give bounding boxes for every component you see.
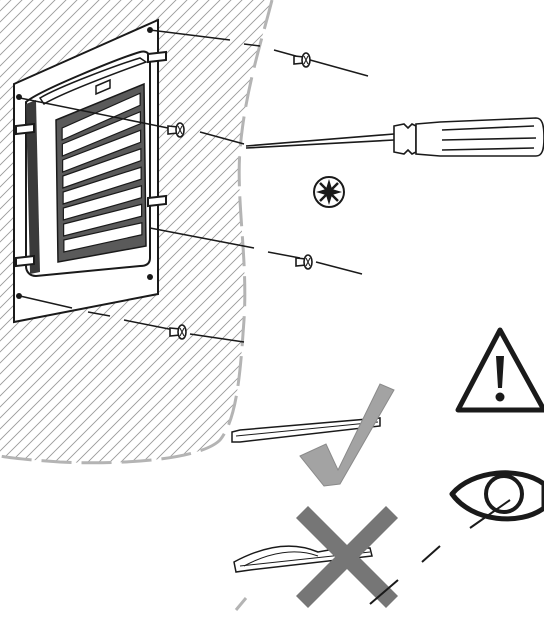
cross-icon: [296, 506, 398, 608]
louvre-slats: [61, 92, 143, 253]
screw-icon: [167, 122, 185, 138]
alignment-lines: [19, 29, 369, 343]
louvre-slat: [62, 184, 142, 221]
screw-icon: [295, 254, 313, 270]
louvre-slat: [63, 203, 143, 237]
warning-triangle-icon: [455, 327, 544, 413]
mounting-hole: [147, 274, 153, 280]
louvred-vent-grille: [13, 18, 167, 324]
phillips-drive-symbol: [313, 176, 345, 208]
incorrect-seal-example: [233, 506, 441, 611]
louvre-slat: [63, 222, 143, 253]
louvre-slat: [62, 129, 142, 173]
check-icon: [299, 383, 395, 487]
side-clip: [15, 50, 167, 268]
mounting-hole: [16, 94, 22, 100]
louvre-slat: [62, 147, 142, 189]
louvre-slat: [61, 110, 141, 157]
correct-seal-example: [231, 383, 395, 487]
eye-icon: [449, 470, 544, 529]
louvre-slat: [62, 166, 142, 205]
louvre-slat: [61, 92, 141, 141]
phillips-screwdriver: [245, 117, 544, 157]
screw-icon: [169, 324, 187, 340]
screw-icon: [293, 52, 311, 68]
mounting-hole: [16, 293, 22, 299]
mounting-screws: [167, 52, 313, 340]
